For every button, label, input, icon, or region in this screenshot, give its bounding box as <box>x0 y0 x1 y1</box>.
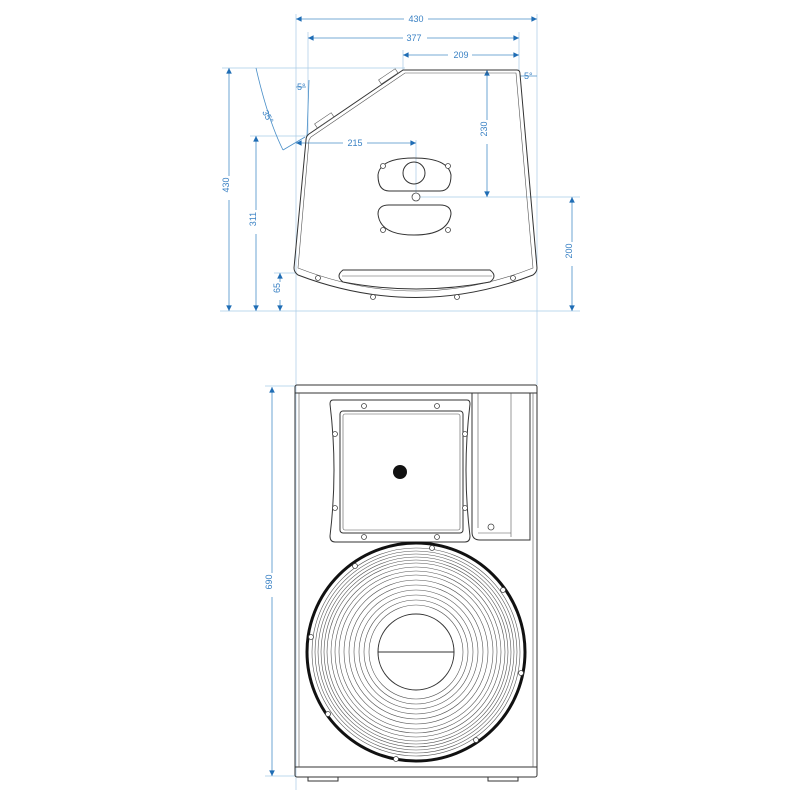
dimension-baffle-angle: 35° <box>255 67 306 151</box>
foot-left <box>307 776 339 782</box>
dim-label-430-width: 430 <box>408 14 423 24</box>
dim-label-209: 209 <box>453 50 468 60</box>
horn-throat <box>402 161 426 185</box>
dimension-front-lower-height: 311 <box>248 136 263 312</box>
dim-label-430-height: 430 <box>221 177 231 192</box>
dim-label-front-angle: 5° <box>297 82 306 92</box>
side-view-cabinet <box>293 68 538 300</box>
horn-plate-bolts <box>332 403 468 540</box>
woofer <box>305 541 527 763</box>
dimension-rear-angle: 5° <box>520 71 537 81</box>
woofer-bolts <box>308 545 524 762</box>
horn-port-lower <box>377 204 452 236</box>
dimension-top-width: 377 <box>307 32 519 44</box>
dim-label-rear-angle: 5° <box>524 71 533 81</box>
handle-top <box>378 68 399 85</box>
dim-label-200: 200 <box>564 243 574 258</box>
dim-label-215: 215 <box>347 138 362 148</box>
horn-plate <box>329 399 471 543</box>
front-view-cabinet <box>294 384 538 782</box>
dimension-front-angle: 5° <box>296 79 310 137</box>
dimension-horn-from-top: 230 <box>479 70 494 197</box>
foot-right <box>487 776 519 782</box>
handle-bottom <box>314 112 335 129</box>
dimension-bottom-curve: 65 <box>272 272 287 312</box>
dim-label-230: 230 <box>479 121 489 136</box>
horn-center-marker <box>411 192 421 202</box>
dimension-overall-height: 430 <box>221 68 236 312</box>
dimension-front-height: 690 <box>264 386 279 776</box>
woofer-surround <box>305 541 527 763</box>
dim-label-35: 35° <box>260 108 275 125</box>
bottom-slot <box>338 269 495 290</box>
horn-mouth <box>339 410 464 534</box>
dimension-horn-height: 200 <box>564 197 579 312</box>
dim-label-377: 377 <box>406 33 421 43</box>
dim-label-311: 311 <box>248 212 258 226</box>
bass-port <box>471 393 531 541</box>
dimension-overall-width: 430 <box>295 13 537 25</box>
horn-port-upper <box>377 157 452 192</box>
dimension-horn-from-front: 215 <box>295 137 417 149</box>
horn-center-dot <box>393 465 407 479</box>
dim-label-65: 65 <box>272 283 282 293</box>
dim-label-690: 690 <box>264 574 274 589</box>
dimension-top-flat: 209 <box>402 49 519 61</box>
